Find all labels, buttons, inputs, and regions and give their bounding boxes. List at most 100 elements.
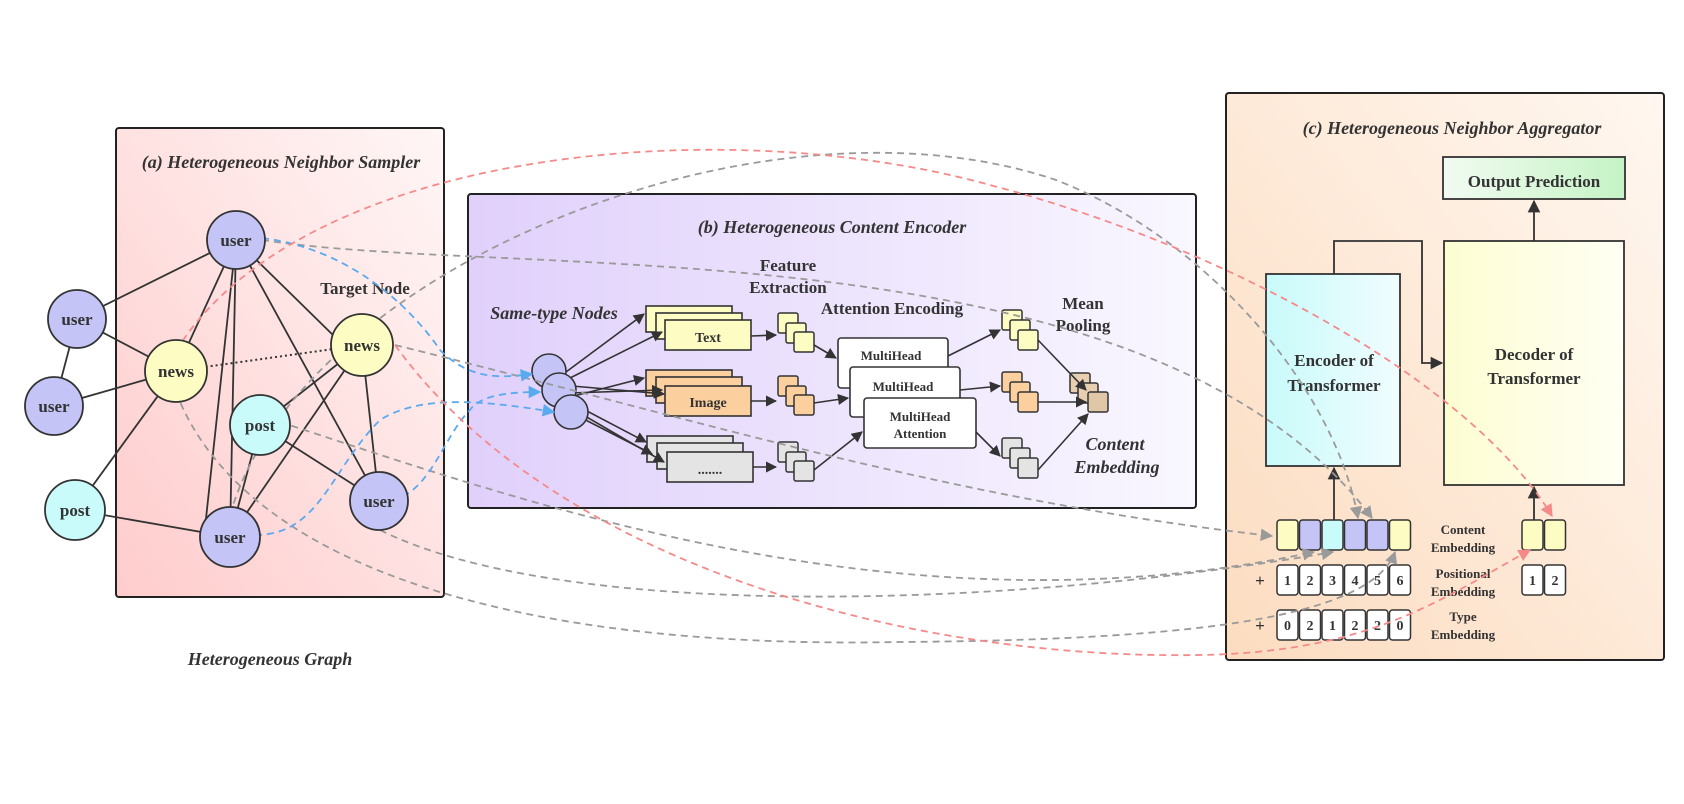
multihead-boxes <box>837 337 977 449</box>
panel-b-title: (b) Heterogeneous Content Encoder <box>698 217 967 238</box>
arrow <box>1037 339 1087 391</box>
target-node-label: Target Node <box>320 279 410 298</box>
embedding-cell <box>1298 519 1322 551</box>
other-box-label: ....... <box>698 463 723 478</box>
graph-edge <box>229 344 363 538</box>
embedding-cell <box>1388 564 1412 596</box>
decoder-label-2: Transformer <box>1487 369 1581 388</box>
embedding-cell <box>1366 564 1389 596</box>
square <box>793 394 815 416</box>
other-box-front <box>666 451 754 483</box>
graph-node-user: user <box>24 376 84 436</box>
graph-node-circle <box>199 506 261 568</box>
arrow <box>565 313 645 373</box>
positional-embedding-legend-2: Embedding <box>1431 584 1496 599</box>
encoder-label-2: Transformer <box>1287 376 1381 395</box>
content-embedding-label-2: Embedding <box>1073 457 1159 477</box>
multihead-box-3 <box>863 397 977 449</box>
graph-node-user: user <box>349 471 409 531</box>
embedding-cell <box>1343 609 1367 641</box>
embedding-cell-label: 2 <box>1352 619 1359 634</box>
square <box>793 331 815 353</box>
content-embedding-legend-1: Content <box>1441 522 1486 537</box>
same-type-node <box>553 394 589 430</box>
embedding-cell <box>1298 609 1322 641</box>
connector-gray <box>261 239 1373 520</box>
embedding-cell-label: 2 <box>1307 574 1314 589</box>
decoder-content-row <box>1521 519 1567 551</box>
panel-a-title: (a) Heterogeneous Neighbor Sampler <box>142 152 421 173</box>
embedding-cell <box>1388 609 1412 641</box>
graph-node-news: news <box>330 313 394 377</box>
same-type-nodes-label: Same-type Nodes <box>490 303 617 323</box>
embedding-cell-label: 1 <box>1329 619 1336 634</box>
embedding-cell <box>1388 519 1412 551</box>
feature-boxes <box>645 305 754 483</box>
graph-node-circle <box>144 339 208 403</box>
embedding-cell-label: 2 <box>1552 574 1559 589</box>
embedding-cell-label: 6 <box>1397 574 1404 589</box>
graph-node-circle <box>330 313 394 377</box>
connector-blue <box>254 401 556 536</box>
connector-red <box>175 148 1553 518</box>
type-embedding-legend-1: Type <box>1449 609 1476 624</box>
graph-node-label: user <box>61 310 93 329</box>
graph-node-user: user <box>47 289 107 349</box>
graph-node-post: post <box>229 394 291 456</box>
feature-extraction-label-2: Extraction <box>749 278 827 297</box>
graph-node-circle <box>47 289 107 349</box>
graph-edge <box>235 239 380 502</box>
mean-pooling-label-1: Mean <box>1062 294 1104 313</box>
positional-embedding-legend-1: Positional <box>1436 566 1491 581</box>
arrow <box>975 431 1001 457</box>
embedding-cell <box>1276 564 1299 596</box>
attention-encoding-label: Attention Encoding <box>821 299 964 318</box>
graph-edge <box>229 239 237 538</box>
transformer-arrows <box>1327 199 1541 520</box>
embedding-cell <box>1521 519 1544 551</box>
output-prediction-label: Output Prediction <box>1468 172 1601 191</box>
square <box>1017 457 1039 479</box>
image-box-label: Image <box>689 396 726 411</box>
arrow <box>947 329 1002 357</box>
embedding-cell <box>1543 519 1567 551</box>
embedding-cell <box>1321 564 1344 596</box>
type-plus: + <box>1255 616 1265 635</box>
encoder-label-1: Encoder of <box>1294 351 1374 370</box>
arrow <box>959 381 1002 393</box>
text-box-front <box>664 319 752 351</box>
arrow <box>813 344 837 359</box>
graph-node-user: user <box>199 506 261 568</box>
square <box>1017 329 1039 351</box>
graph-node-circle <box>206 210 266 270</box>
embedding-cell <box>1521 564 1544 596</box>
graph-node-news: news <box>144 339 208 403</box>
content-embedding-label-1: Content <box>1085 434 1145 454</box>
embedding-cell-label: 0 <box>1397 619 1404 634</box>
graph-node-label: news <box>344 336 380 355</box>
graph-node-user: user <box>206 210 266 270</box>
arrow <box>813 393 850 406</box>
graph-node-label: news <box>158 362 194 381</box>
graph-node-label: user <box>220 231 252 250</box>
output-prediction-box <box>1442 156 1626 200</box>
mean-pooling-label-2: Pooling <box>1056 316 1111 335</box>
graph-node-label: post <box>245 416 276 435</box>
embedding-cell <box>1321 519 1344 551</box>
decoder-label-1: Decoder of <box>1495 345 1574 364</box>
connector-gray <box>175 391 1397 644</box>
arrow <box>569 375 646 398</box>
type-embedding-legend-2: Embedding <box>1431 627 1496 642</box>
embedding-cell <box>1343 519 1367 551</box>
graph-node-circle <box>349 471 409 531</box>
arrow <box>571 385 666 399</box>
connector-gray <box>379 529 1335 598</box>
embedding-cell-label: 4 <box>1352 574 1359 589</box>
multihead-label-3b: Attention <box>894 426 947 441</box>
arrow <box>565 331 664 381</box>
content-embedding-legend-2: Embedding <box>1431 540 1496 555</box>
